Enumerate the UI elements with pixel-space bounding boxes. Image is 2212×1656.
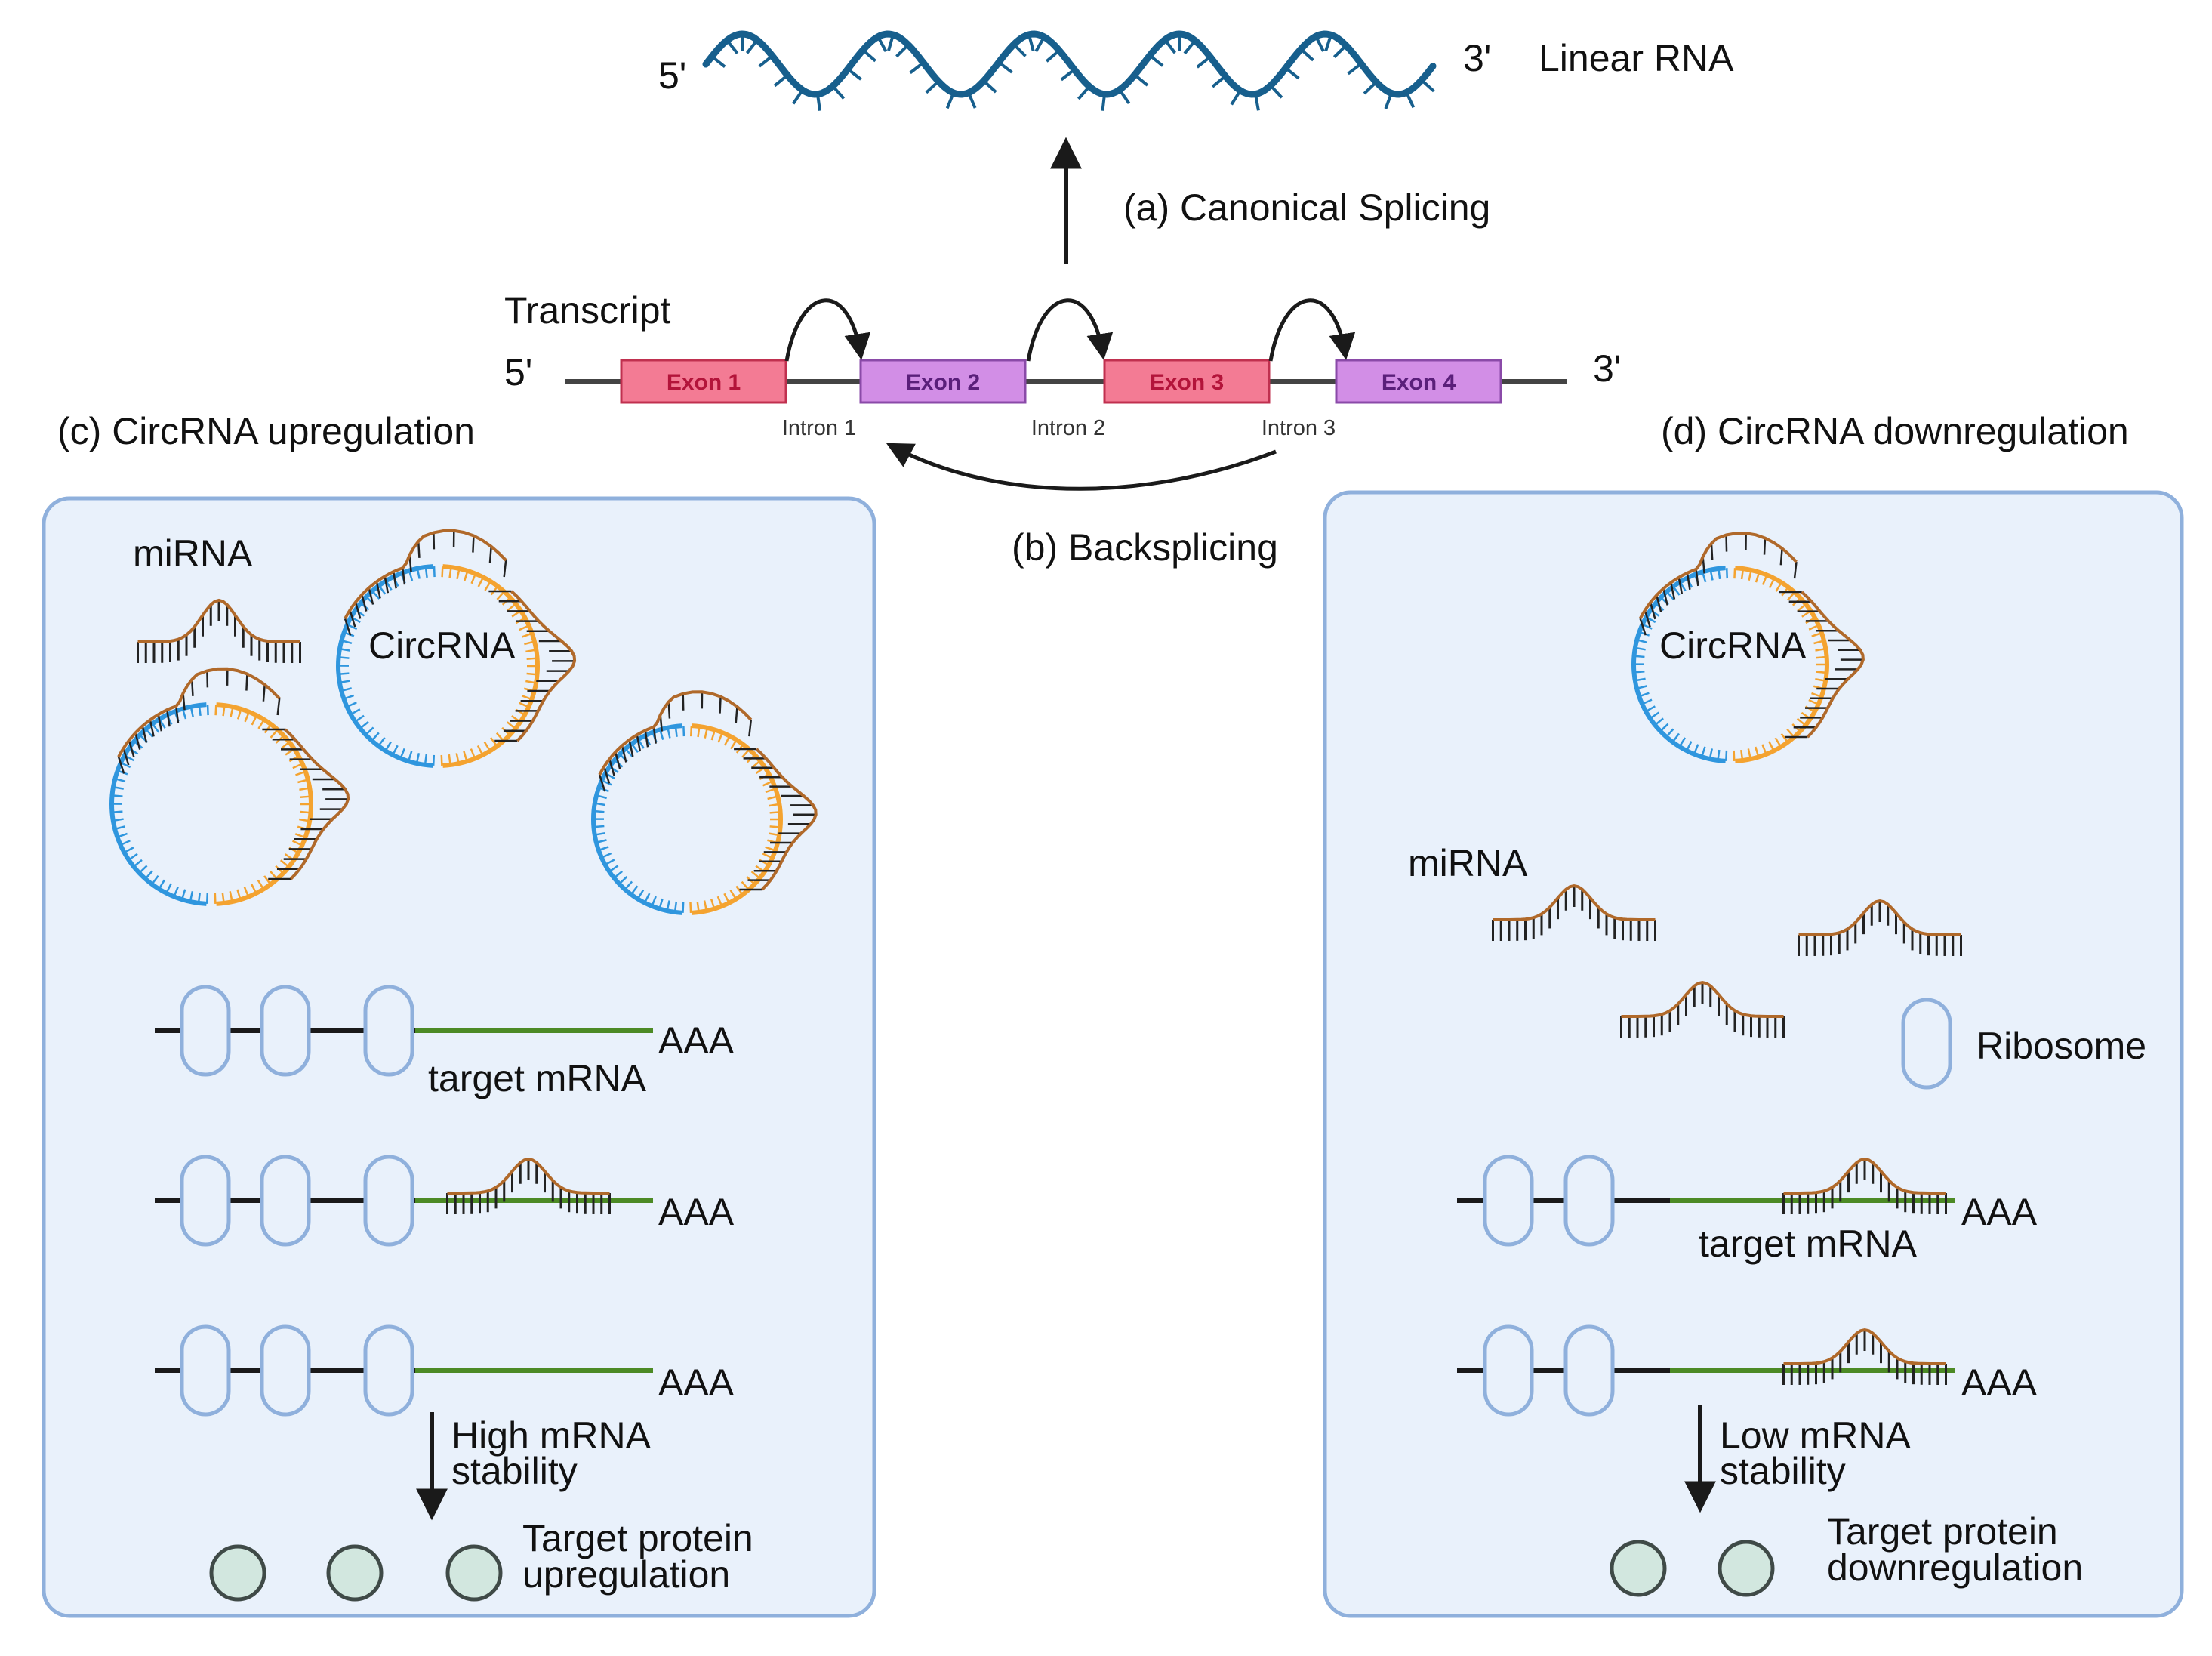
left-protein-line2: upregulation [522,1553,730,1596]
ribosome-legend-icon [1903,1000,1950,1087]
linear-rna-strand [706,34,1434,111]
linear-rna-backbone [706,34,1433,94]
intron-1-label: Intron 1 [782,416,856,440]
left-polya-1: AAA [658,1019,735,1062]
linear-rna-3prime: 3' [1463,37,1491,79]
right-polya-1: AAA [1961,1191,2038,1233]
ribosome [262,1157,309,1244]
ribosome [182,987,229,1075]
left-stability-line2: stability [451,1450,578,1492]
exon-2-label: Exon 2 [906,370,980,395]
right-target-mrna-label: target mRNA [1699,1223,1918,1265]
protein-right-1 [1612,1542,1665,1595]
ribosome [365,1157,412,1244]
splice-arrow-1 [787,301,861,361]
right-polya-2: AAA [1961,1361,2038,1404]
ribosome [262,1327,309,1414]
ribosome [1566,1327,1613,1414]
ribosome [365,987,412,1075]
exon-1-label: Exon 1 [667,370,741,395]
canonical-splicing-label: (a) Canonical Splicing [1123,187,1490,229]
protein-right-2 [1720,1542,1773,1595]
protein-left-1 [211,1547,264,1599]
protein-left-2 [328,1547,381,1599]
splice-arrow-2 [1028,301,1103,361]
linear-rna-bases [712,34,1434,111]
ribosome [182,1327,229,1414]
backsplicing-label: (b) Backsplicing [1012,526,1278,569]
ribosome [1566,1157,1613,1244]
ribosome-legend-label: Ribosome [1976,1025,2146,1067]
transcript-3prime: 3' [1593,347,1621,390]
ribosome [365,1327,412,1414]
linear-rna-label: Linear RNA [1539,37,1734,79]
backsplicing-arrow [891,446,1276,489]
right-panel-title: (d) CircRNA downregulation [1661,410,2129,452]
splice-arrow-3 [1271,301,1345,361]
left-circrna-label: CircRNA [368,624,516,667]
left-polya-3: AAA [658,1361,735,1404]
intron-2-label: Intron 2 [1031,416,1105,440]
left-polya-2: AAA [658,1191,735,1233]
right-circrna-label: CircRNA [1659,624,1807,667]
ribosome [1485,1327,1532,1414]
protein-left-3 [448,1547,501,1599]
right-mirna-label: miRNA [1408,842,1528,884]
right-protein-line2: downregulation [1827,1547,2083,1589]
exon-3-label: Exon 3 [1150,370,1224,395]
exon-4-label: Exon 4 [1382,370,1456,395]
left-panel-title: (c) CircRNA upregulation [57,410,475,452]
right-stability-line2: stability [1720,1450,1846,1492]
intron-3-label: Intron 3 [1262,416,1336,440]
left-mirna-label: miRNA [133,532,253,575]
ribosome [262,987,309,1075]
linear-rna-5prime: 5' [658,54,686,97]
ribosome [182,1157,229,1244]
left-target-mrna-label: target mRNA [428,1057,647,1099]
transcript-title: Transcript [504,289,671,332]
ribosome [1485,1157,1532,1244]
transcript-5prime: 5' [504,351,532,393]
